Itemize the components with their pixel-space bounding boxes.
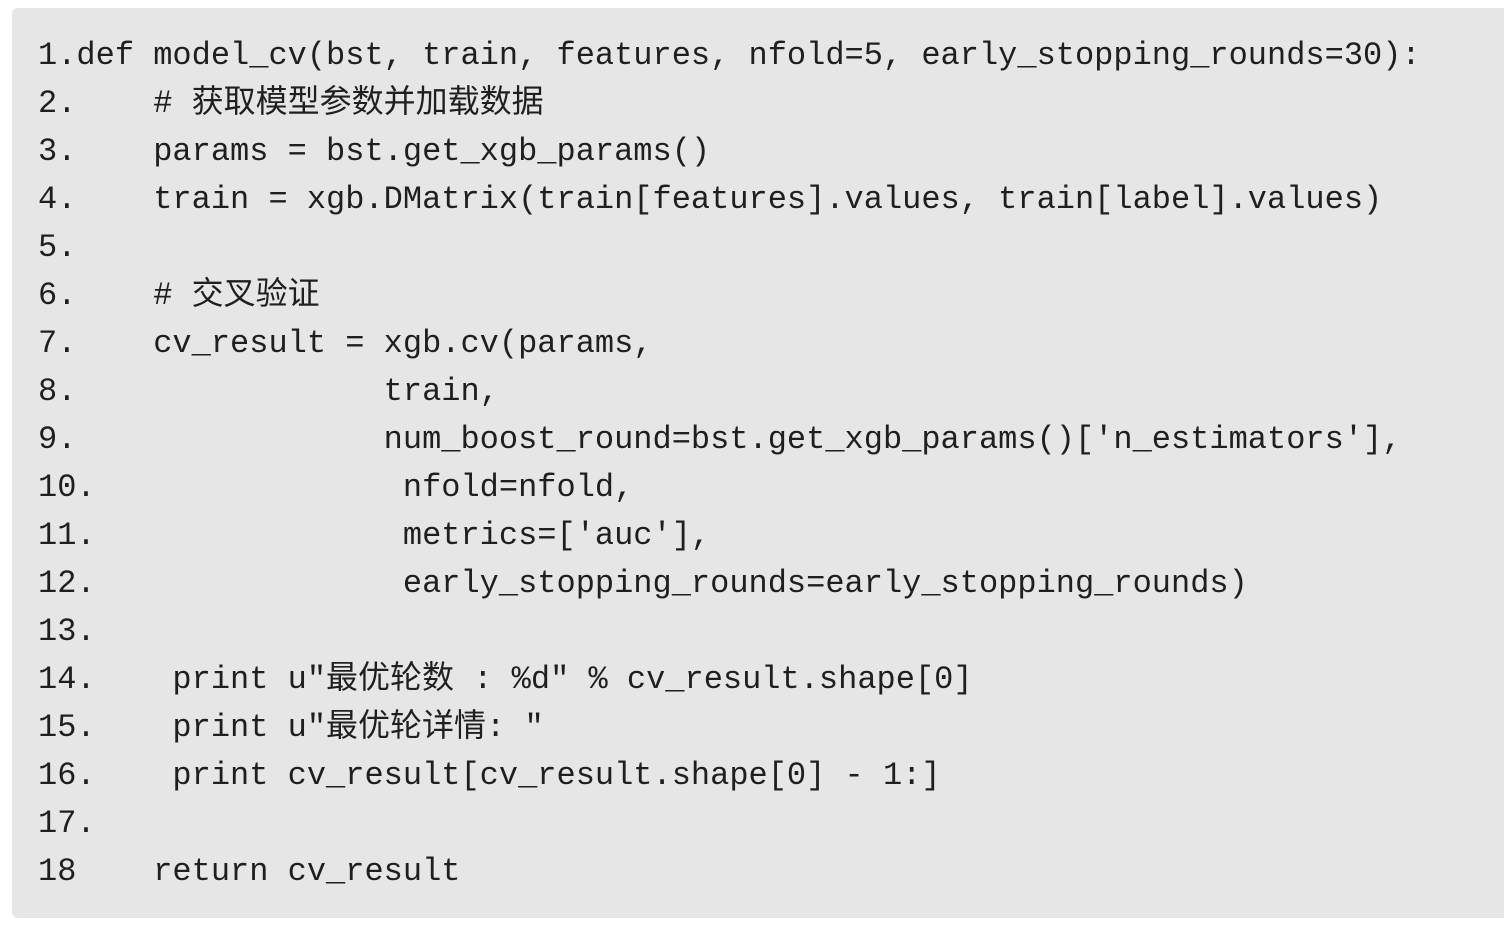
code-line: 10. nfold=nfold, [38,469,634,506]
code-line: 16. print cv_result[cv_result.shape[0] -… [38,757,941,794]
code-block: 1.def model_cv(bst, train, features, nfo… [12,8,1504,918]
code-line: 3. params = bst.get_xgb_params() [38,133,711,170]
code-line: 9. num_boost_round=bst.get_xgb_params()[… [38,421,1402,458]
code-line: 14. print u"最优轮数 : %d" % cv_result.shape… [38,661,973,698]
code-line: 11. metrics=['auc'], [38,517,711,554]
code-line: 7. cv_result = xgb.cv(params, [38,325,653,362]
code-line: 13. [38,613,96,650]
code-line: 2. # 获取模型参数并加载数据 [38,85,544,122]
code-line: 15. print u"最优轮详情: " [38,709,544,746]
code-line: 17. [38,805,96,842]
code-line: 12. early_stopping_rounds=early_stopping… [38,565,1248,602]
code-line: 5. [38,229,77,266]
code-line: 1.def model_cv(bst, train, features, nfo… [38,37,1421,74]
code-content: 1.def model_cv(bst, train, features, nfo… [38,32,1421,896]
code-line: 6. # 交叉验证 [38,277,320,314]
code-line: 8. train, [38,373,499,410]
code-line: 18 return cv_result [38,853,461,890]
code-line: 4. train = xgb.DMatrix(train[features].v… [38,181,1383,218]
